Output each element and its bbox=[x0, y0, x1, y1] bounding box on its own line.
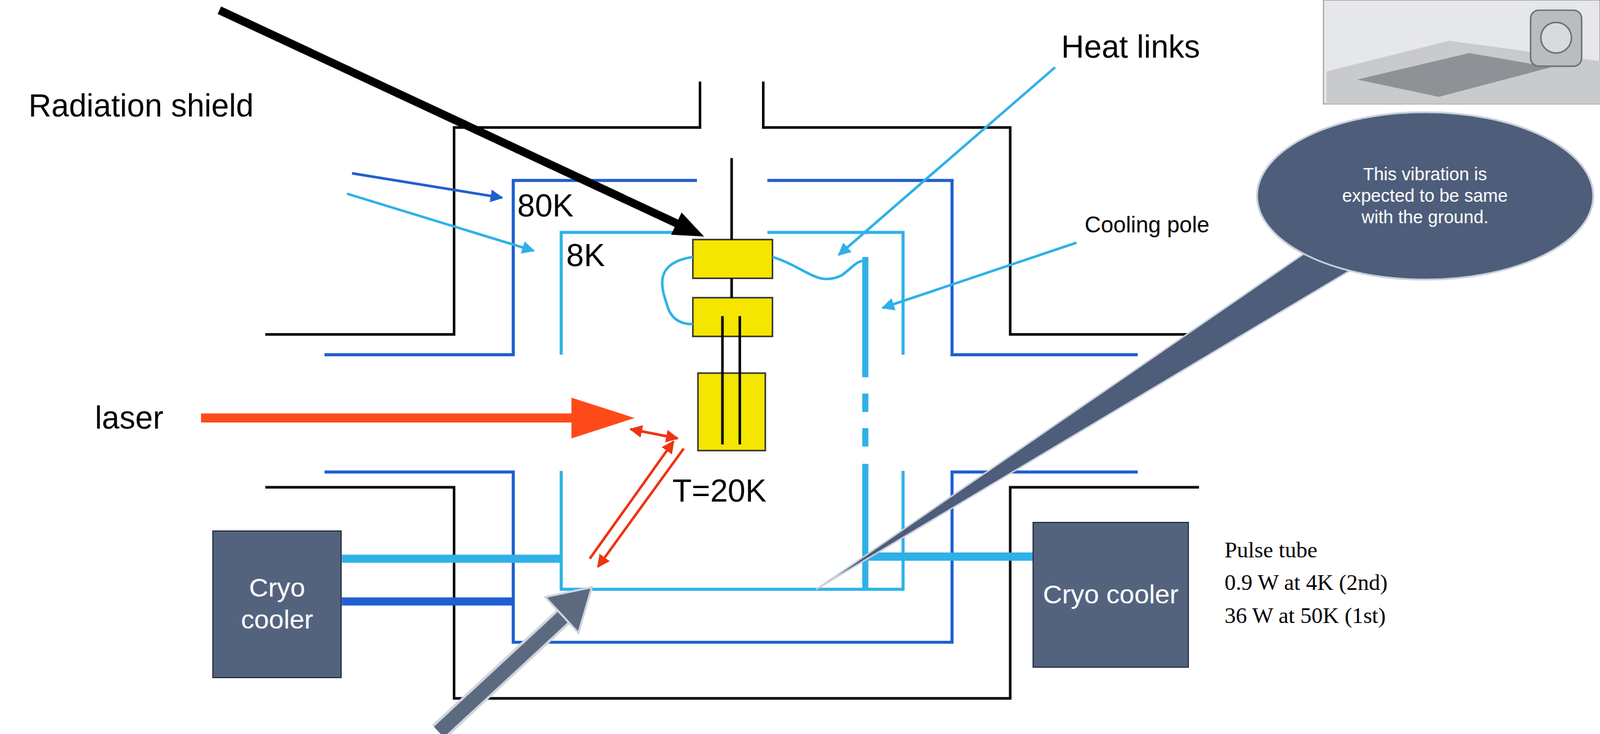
suspension-mass bbox=[692, 239, 773, 279]
thumbnail-slab bbox=[1357, 52, 1551, 97]
cooling-pole bbox=[861, 257, 869, 590]
vacuum-chamber bbox=[265, 81, 1199, 699]
shield-80k bbox=[324, 180, 1139, 643]
node-text: Cryo cooler bbox=[1042, 579, 1179, 612]
thumbnail-frame bbox=[1323, 0, 1600, 105]
leader-arrow bbox=[838, 67, 1056, 256]
render-thumbnail bbox=[1323, 0, 1600, 105]
node-text-group: This vibration is expected to be same wi… bbox=[1330, 163, 1521, 229]
callout-bubble: This vibration is expected to be same wi… bbox=[1255, 110, 1596, 282]
pointer-head bbox=[545, 587, 593, 634]
leader-arrow bbox=[352, 173, 503, 199]
suspension-mass bbox=[692, 297, 773, 337]
thumbnail-chamber bbox=[1530, 10, 1582, 67]
pointer-arrow bbox=[438, 615, 565, 733]
temperature-label: T=20K bbox=[672, 473, 767, 510]
cryocooler-box: Cryo cooler bbox=[1032, 522, 1189, 669]
node-text: Cryo cooler bbox=[222, 572, 332, 637]
cooler-link bbox=[341, 597, 513, 606]
laser-beam bbox=[201, 413, 577, 423]
spec-note: 0.9 W at 4K (2nd) bbox=[1224, 569, 1388, 596]
temperature-label: 80K bbox=[517, 187, 574, 224]
part-label: Cooling pole bbox=[1084, 212, 1210, 239]
spec-note: Pulse tube bbox=[1224, 537, 1318, 564]
pointer-arrow bbox=[438, 615, 565, 733]
node-text-group: Cryo cooler bbox=[222, 572, 332, 637]
leader-arrow bbox=[882, 242, 1077, 308]
heat-link bbox=[772, 257, 866, 280]
heat-link bbox=[661, 257, 693, 325]
cooler-link bbox=[341, 554, 562, 563]
temperature-label: 8K bbox=[566, 237, 605, 274]
node-text: This vibration is expected to be same wi… bbox=[1330, 163, 1521, 229]
callout-ellipse bbox=[1257, 112, 1594, 280]
pointer-head bbox=[671, 212, 705, 237]
suspension-wire bbox=[722, 158, 740, 445]
reflected-beam bbox=[630, 429, 678, 439]
spec-note: 36 W at 50K (1st) bbox=[1224, 603, 1386, 629]
pointer-arrow bbox=[219, 10, 679, 225]
cooler-link bbox=[865, 552, 1033, 561]
leader-arrow bbox=[347, 193, 534, 251]
mirror bbox=[698, 373, 766, 451]
reflected-beam bbox=[589, 441, 674, 559]
part-label: Radiation shield bbox=[28, 87, 254, 124]
node-text-group: Cryo cooler bbox=[1042, 579, 1179, 612]
part-label: laser bbox=[95, 400, 164, 437]
reflected-beam bbox=[598, 449, 685, 568]
cryocooler-box: Cryo cooler bbox=[212, 530, 342, 679]
laser-head bbox=[571, 397, 635, 439]
part-label: Heat links bbox=[1061, 28, 1200, 66]
thumbnail-port bbox=[1541, 22, 1572, 54]
